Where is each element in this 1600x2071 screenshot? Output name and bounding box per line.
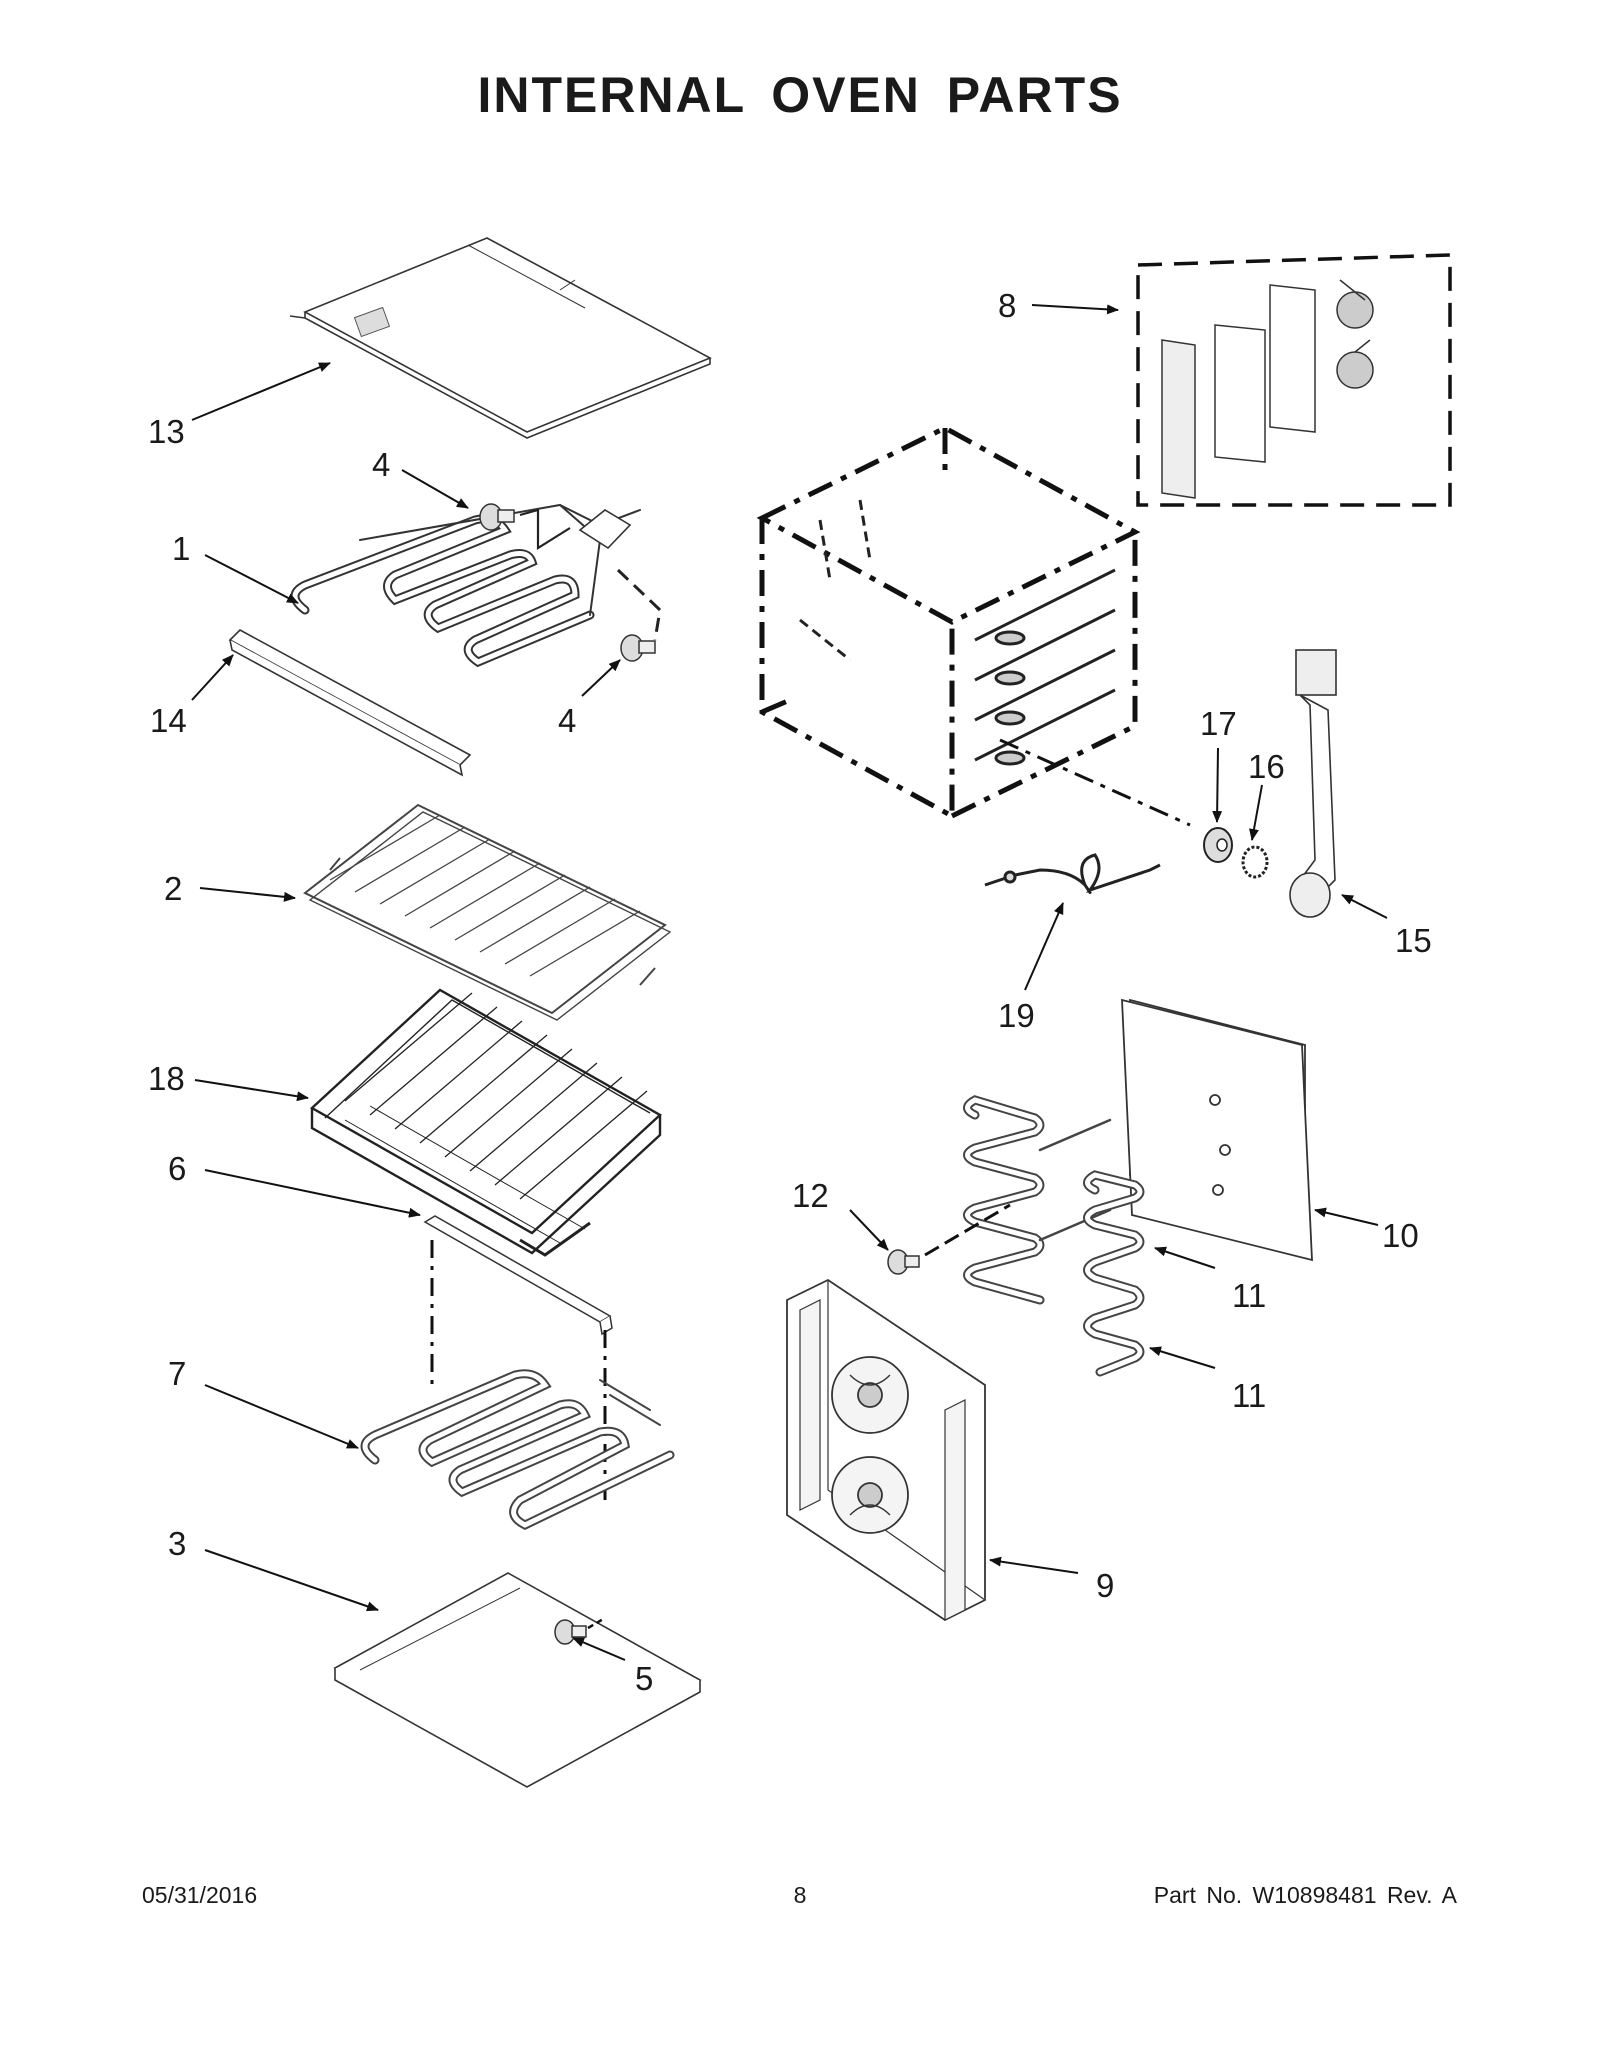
part-10-rear-panel: [1121, 998, 1313, 1262]
callout-18: 18: [148, 1060, 185, 1097]
part-2-oven-rack: [303, 803, 672, 1021]
callout-5: 5: [635, 1660, 653, 1697]
callout-11-upper: 11: [1232, 1277, 1266, 1314]
part-4-screw-upper: [479, 503, 515, 531]
part-11-convection-element-upper: [963, 1095, 1112, 1305]
part-12-screw: [887, 1249, 920, 1275]
part-11-convection-element-lower: [1083, 1170, 1145, 1377]
callout-labels: 13 4 1 14 4 2 18 6 7 3 5 8 17 16 15 19 1…: [148, 287, 1432, 1697]
oven-cavity-frame: [756, 425, 1141, 821]
callout-16: 16: [1248, 748, 1285, 785]
part-9-fan-assembly: [786, 1278, 986, 1622]
part-5-screw: [554, 1616, 606, 1645]
part-18-rollout-rack: [309, 988, 663, 1257]
page-title: INTERNAL OVEN PARTS: [477, 67, 1123, 123]
callout-4-lower: 4: [558, 702, 576, 739]
callout-19: 19: [998, 997, 1035, 1034]
callout-6: 6: [168, 1150, 186, 1187]
callout-1: 1: [172, 530, 190, 567]
callout-17: 17: [1200, 705, 1237, 742]
callout-leaders: [191, 304, 1388, 1661]
leader-dashed: [616, 568, 662, 641]
part-7-bake-element: [360, 1369, 675, 1531]
part-16-washer: [1241, 845, 1269, 879]
callout-3: 3: [168, 1525, 186, 1562]
part-17-nut: [1203, 827, 1233, 863]
callout-2: 2: [164, 870, 182, 907]
part-1-broil-element: [290, 503, 641, 668]
footer-part-number: Part No. W10898481 Rev. A: [1153, 1882, 1457, 1908]
footer-date: 05/31/2016: [142, 1882, 258, 1908]
oven-cavity-rack-guides: [799, 499, 1116, 766]
callout-9: 9: [1096, 1567, 1114, 1604]
part-13-top-plate: [289, 237, 712, 439]
part-8-control-group: [1136, 253, 1452, 507]
part-19-meat-probe: [984, 853, 1161, 894]
element-bracket: [578, 509, 632, 550]
callout-11-lower: 11: [1232, 1377, 1266, 1414]
callout-12: 12: [792, 1177, 829, 1214]
part-15-socket-assembly: [1289, 649, 1337, 918]
part-3-bottom-panel: [333, 1572, 702, 1788]
callout-14: 14: [150, 702, 187, 739]
callout-8: 8: [998, 287, 1016, 324]
part-14-vent-trim: [228, 629, 472, 777]
callout-15: 15: [1395, 922, 1432, 959]
assembly-line-sensor: [999, 738, 1191, 827]
part-6-trim-strip: [423, 1215, 613, 1336]
part-4-screw-lower: [620, 634, 656, 662]
footer-page-number: 8: [793, 1882, 807, 1908]
callout-4-upper: 4: [372, 446, 390, 483]
assembly-line-12: [924, 1203, 1011, 1257]
callout-10: 10: [1382, 1217, 1419, 1254]
wire-lead: [519, 508, 571, 550]
callout-13: 13: [148, 413, 185, 450]
callout-7: 7: [168, 1355, 186, 1392]
